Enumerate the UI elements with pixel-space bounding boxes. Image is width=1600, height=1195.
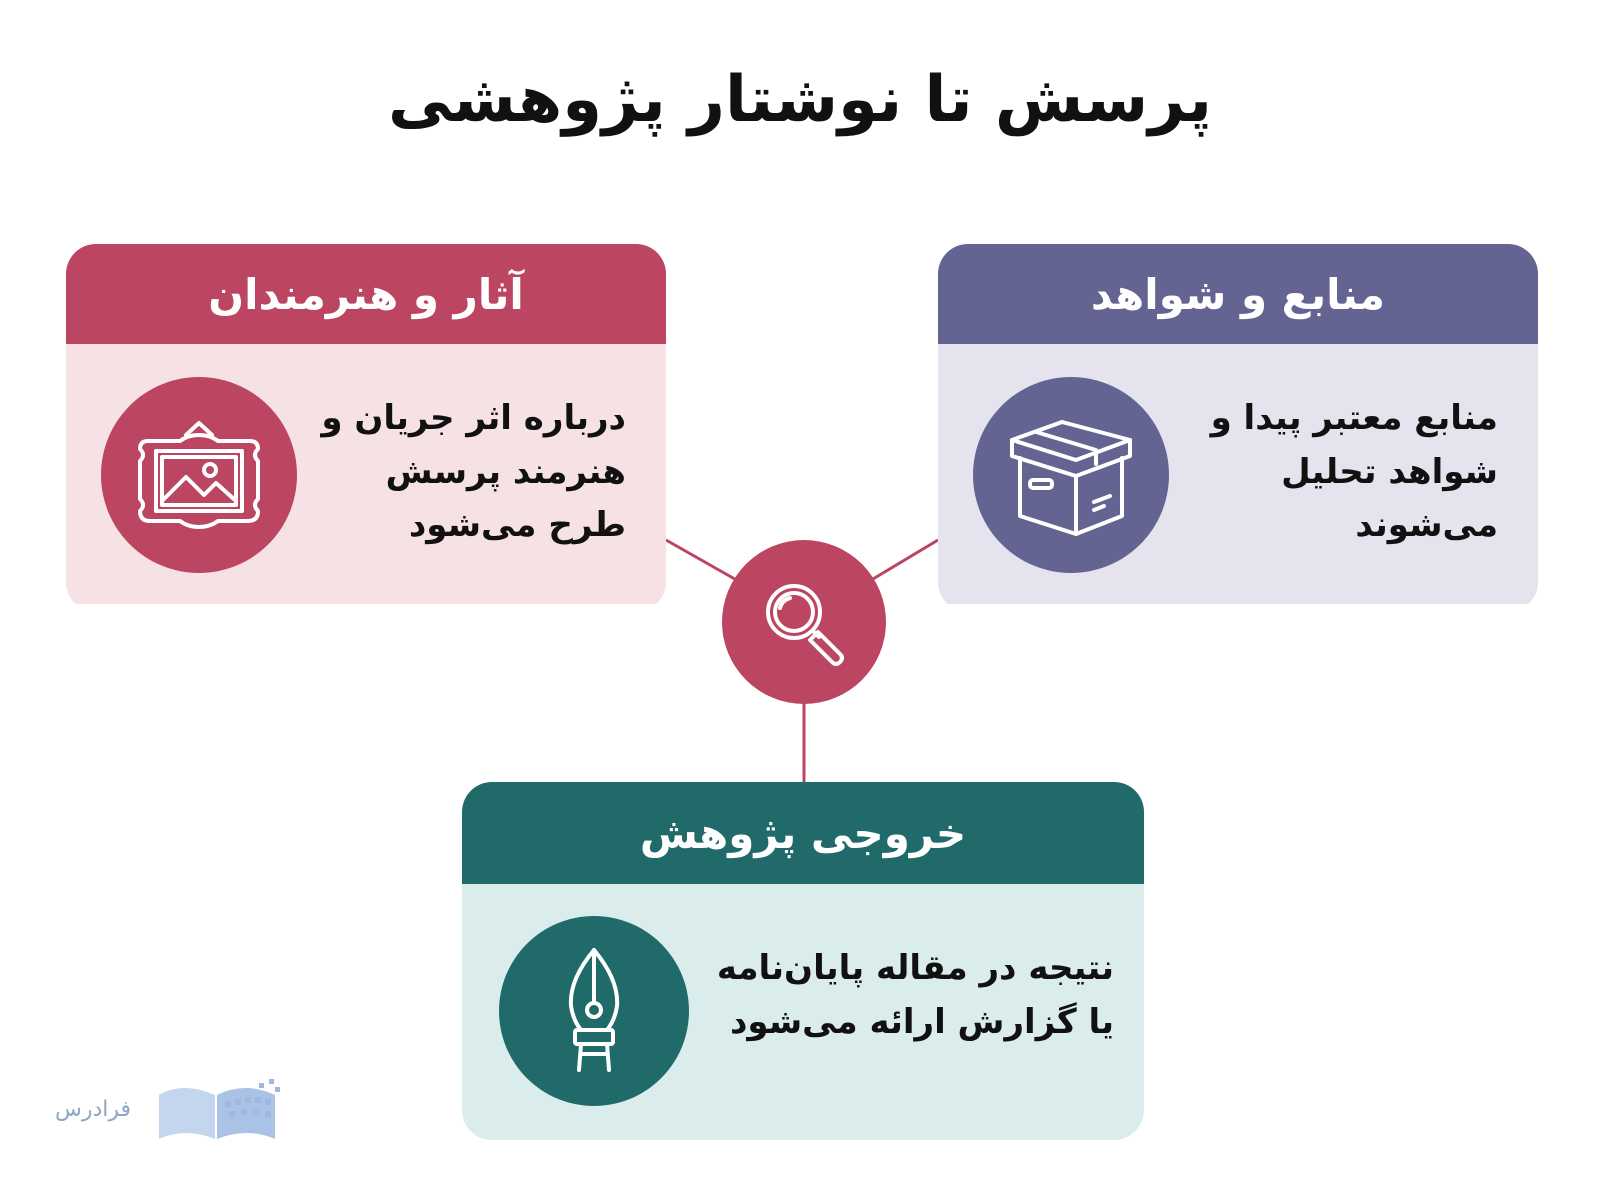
box-icon	[1010, 420, 1132, 536]
card-artworks-header: آثار و هنرمندان	[66, 244, 666, 344]
card-sources-icon-circle	[973, 377, 1169, 573]
connector-sources	[867, 538, 939, 584]
card-output-icon-circle	[499, 916, 689, 1106]
card-artworks-icon-circle	[101, 377, 297, 573]
card-output-header: خروجی پژوهش	[462, 782, 1144, 884]
faradars-logo: فرادرس	[55, 1075, 285, 1145]
logo-text: فرادرس	[55, 1097, 132, 1122]
card-sources-evidence: منابع و شواهد منابع معتبر پیدا و شواهد ت…	[938, 244, 1538, 612]
card-output-body: نتیجه در مقاله پایان‌نامه یا گزارش ارائه…	[462, 884, 1144, 1140]
fountain-pen-nib-icon	[568, 948, 620, 1072]
connector-art	[665, 538, 741, 584]
magnifier-icon	[766, 584, 844, 666]
framed-picture-icon	[138, 421, 260, 529]
card-sources-text: منابع معتبر پیدا و شواهد تحلیل می‌شوند	[1210, 398, 1498, 546]
card-output-text: نتیجه در مقاله پایان‌نامه یا گزارش ارائه…	[716, 948, 1114, 1042]
open-book-logo-icon	[159, 1079, 280, 1139]
card-research-output: خروجی پژوهش نتیجه در مقاله پایان‌نامه یا…	[462, 782, 1144, 1140]
card-sources-header: منابع و شواهد	[938, 244, 1538, 344]
page-title: پرسش تا نوشتار پژوهشی	[387, 63, 1213, 137]
card-sources-body: منابع معتبر پیدا و شواهد تحلیل می‌شوند	[938, 344, 1538, 604]
card-artworks-artists: آثار و هنرمندان درباره اثر جریان و هنرمن…	[66, 244, 666, 612]
card-artworks-body: درباره اثر جریان و هنرمند پرسش طرح می‌شو…	[66, 344, 666, 604]
central-hub	[722, 540, 886, 704]
card-artworks-text: درباره اثر جریان و هنرمند پرسش طرح می‌شو…	[321, 398, 626, 546]
